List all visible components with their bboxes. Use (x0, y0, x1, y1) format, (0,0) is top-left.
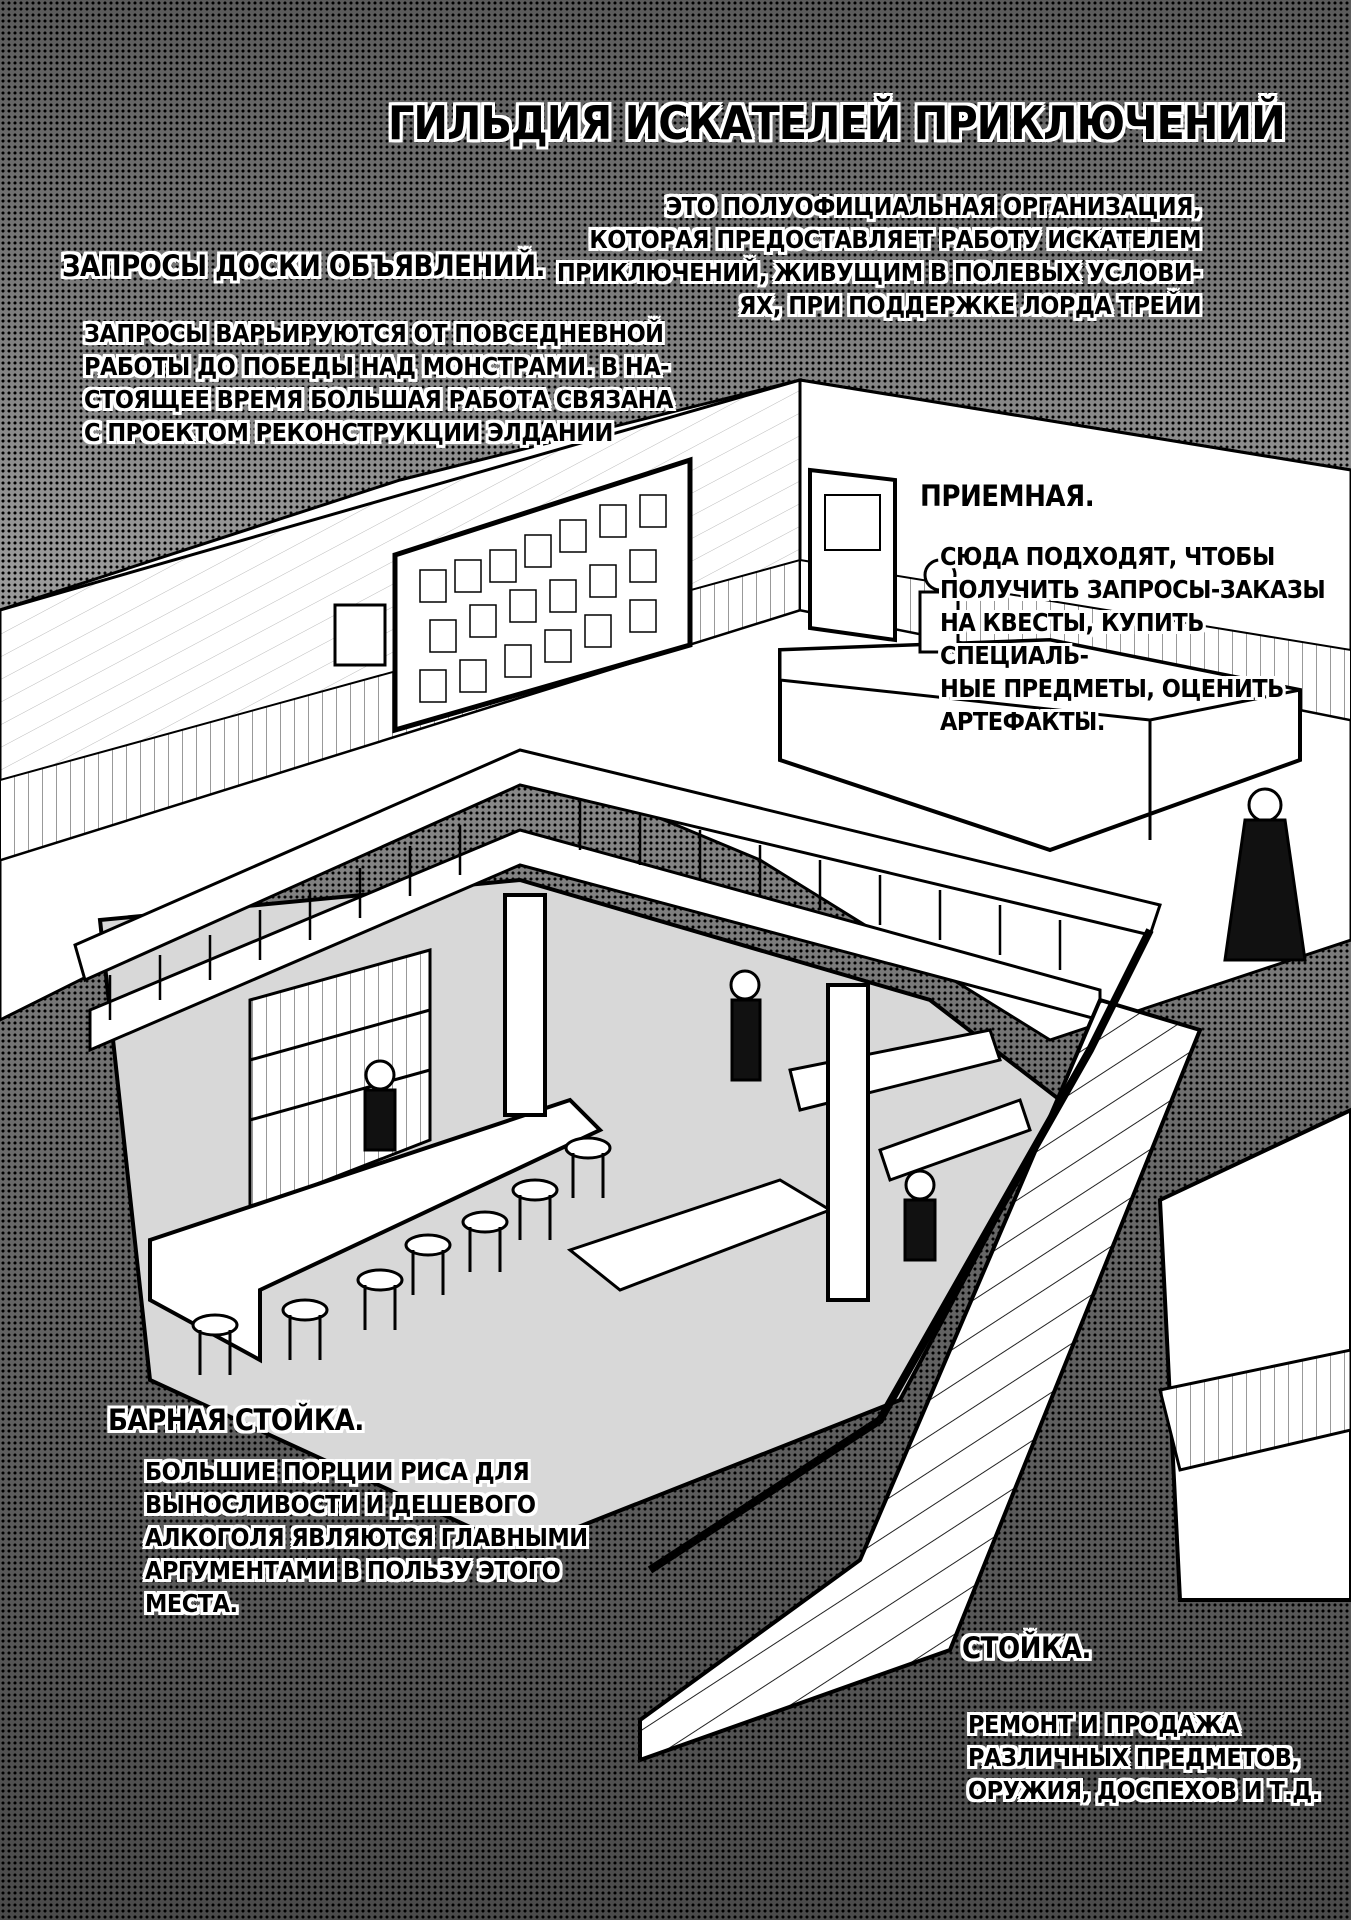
bar-stools (191, 1136, 612, 1375)
board-heading: Запросы доски объявлений. (62, 249, 545, 283)
staircase (638, 997, 1203, 1763)
counter-text: Ремонт и продажа различных предметов, ор… (968, 1710, 1320, 1805)
page-title: Гильдия искателей приключений (388, 96, 1286, 150)
intro-text: Это полуофициальная организация, которая… (556, 192, 1202, 320)
notice-board (392, 456, 693, 734)
reception-heading: Приемная. (920, 479, 1095, 513)
door (808, 467, 897, 643)
bar-heading: Барная стойка. (108, 1403, 364, 1437)
bar-text: Большие порции риса для выносливости и д… (145, 1457, 588, 1618)
reception-text: Сюда подходят, чтобы получить запросы-за… (940, 542, 1326, 736)
wall-frame (333, 603, 387, 667)
figures (363, 558, 1307, 1262)
reception-counter (778, 637, 1302, 853)
pillar (826, 983, 870, 1302)
board-text: Запросы варьируются от повседневной рабо… (84, 319, 673, 447)
counter-heading: Стойка. (962, 1631, 1091, 1665)
bar-counter (148, 1097, 604, 1364)
shop-area (1157, 1107, 1351, 1602)
